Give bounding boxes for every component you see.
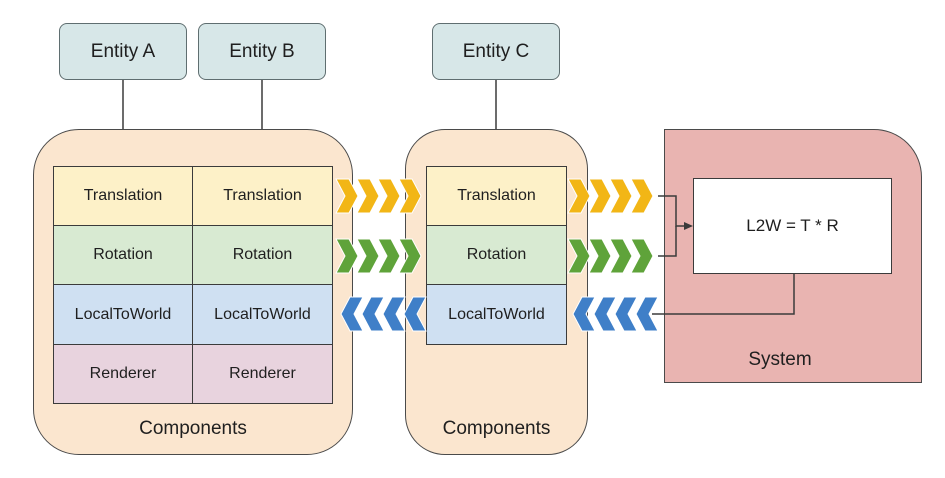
localtoworld-left-chevron-4 bbox=[340, 296, 364, 332]
entity-c-rotation-cell: Rotation bbox=[426, 225, 567, 285]
rotation-left-chevron-2 bbox=[356, 238, 380, 274]
entity-b-label: Entity B bbox=[229, 40, 295, 62]
rotation-right-chevron-1 bbox=[567, 238, 591, 274]
entity-b-rotation-cell: Rotation bbox=[192, 225, 333, 285]
entity-c-box: Entity C bbox=[432, 23, 560, 80]
formula-text: L2W = T * R bbox=[746, 216, 839, 235]
rotation-right-chevron-4 bbox=[630, 238, 654, 274]
formula-input-arrowhead bbox=[684, 222, 693, 230]
left-components-label: Components bbox=[139, 418, 247, 439]
entity-b-renderer-cell: Renderer bbox=[192, 344, 333, 404]
entity-b-translation-label: Translation bbox=[223, 187, 302, 204]
translation-left-chevron-2 bbox=[356, 178, 380, 214]
localtoworld-left-chevron-3 bbox=[361, 296, 385, 332]
localtoworld-right-chevron-4 bbox=[572, 296, 596, 332]
translation-right-chevron-3 bbox=[609, 178, 633, 214]
translation-right-chevron-4 bbox=[630, 178, 654, 214]
localtoworld-right-chevron-3 bbox=[593, 296, 617, 332]
entity-b-localtoworld-label: LocalToWorld bbox=[214, 305, 311, 323]
entity-a-localtoworld-cell: LocalToWorld bbox=[53, 284, 193, 345]
entity-a-rotation-label: Rotation bbox=[93, 246, 153, 263]
entity-b-translation-cell: Translation bbox=[192, 166, 333, 226]
entity-a-box: Entity A bbox=[59, 23, 187, 80]
entity-a-rotation-cell: Rotation bbox=[53, 225, 193, 285]
entity-b-renderer-label: Renderer bbox=[229, 365, 296, 382]
rotation-right-chevron-3 bbox=[609, 238, 633, 274]
translation-right-chevron-2 bbox=[588, 178, 612, 214]
entity-c-localtoworld-label: LocalToWorld bbox=[448, 305, 545, 323]
entity-a-translation-cell: Translation bbox=[53, 166, 193, 226]
translation-right-chevron-1 bbox=[567, 178, 591, 214]
entity-c-rotation-label: Rotation bbox=[466, 246, 527, 263]
entity-c-localtoworld-cell: LocalToWorld bbox=[426, 284, 567, 345]
entity-c-label: Entity C bbox=[462, 40, 530, 62]
localtoworld-right-chevron-1 bbox=[635, 296, 659, 332]
translation-left-chevron-4 bbox=[398, 178, 422, 214]
entity-c-translation-cell: Translation bbox=[426, 166, 567, 226]
middle-components-label: Components bbox=[442, 418, 551, 439]
rotation-input-wire bbox=[658, 226, 677, 257]
entity-b-localtoworld-cell: LocalToWorld bbox=[192, 284, 333, 345]
entity-a-translation-label: Translation bbox=[83, 187, 163, 204]
rotation-right-chevron-2 bbox=[588, 238, 612, 274]
translation-left-chevron-1 bbox=[335, 178, 359, 214]
localtoworld-output-wire bbox=[652, 274, 795, 315]
entity-a-renderer-label: Renderer bbox=[89, 365, 157, 382]
localtoworld-right-chevron-2 bbox=[614, 296, 638, 332]
localtoworld-left-chevron-1 bbox=[403, 296, 427, 332]
entity-c-translation-label: Translation bbox=[457, 187, 536, 204]
entity-a-localtoworld-label: LocalToWorld bbox=[74, 305, 172, 323]
rotation-left-chevron-4 bbox=[398, 238, 422, 274]
formula-box: L2W = T * R bbox=[693, 178, 892, 274]
entity-b-rotation-label: Rotation bbox=[232, 246, 293, 263]
translation-input-wire bbox=[658, 195, 691, 227]
localtoworld-left-chevron-2 bbox=[382, 296, 406, 332]
entity-a-label: Entity A bbox=[90, 40, 156, 62]
system-label: System bbox=[748, 349, 812, 370]
entity-b-box: Entity B bbox=[198, 23, 326, 80]
entity-a-renderer-cell: Renderer bbox=[53, 344, 193, 404]
rotation-left-chevron-1 bbox=[335, 238, 359, 274]
rotation-left-chevron-3 bbox=[377, 238, 401, 274]
translation-left-chevron-3 bbox=[377, 178, 401, 214]
